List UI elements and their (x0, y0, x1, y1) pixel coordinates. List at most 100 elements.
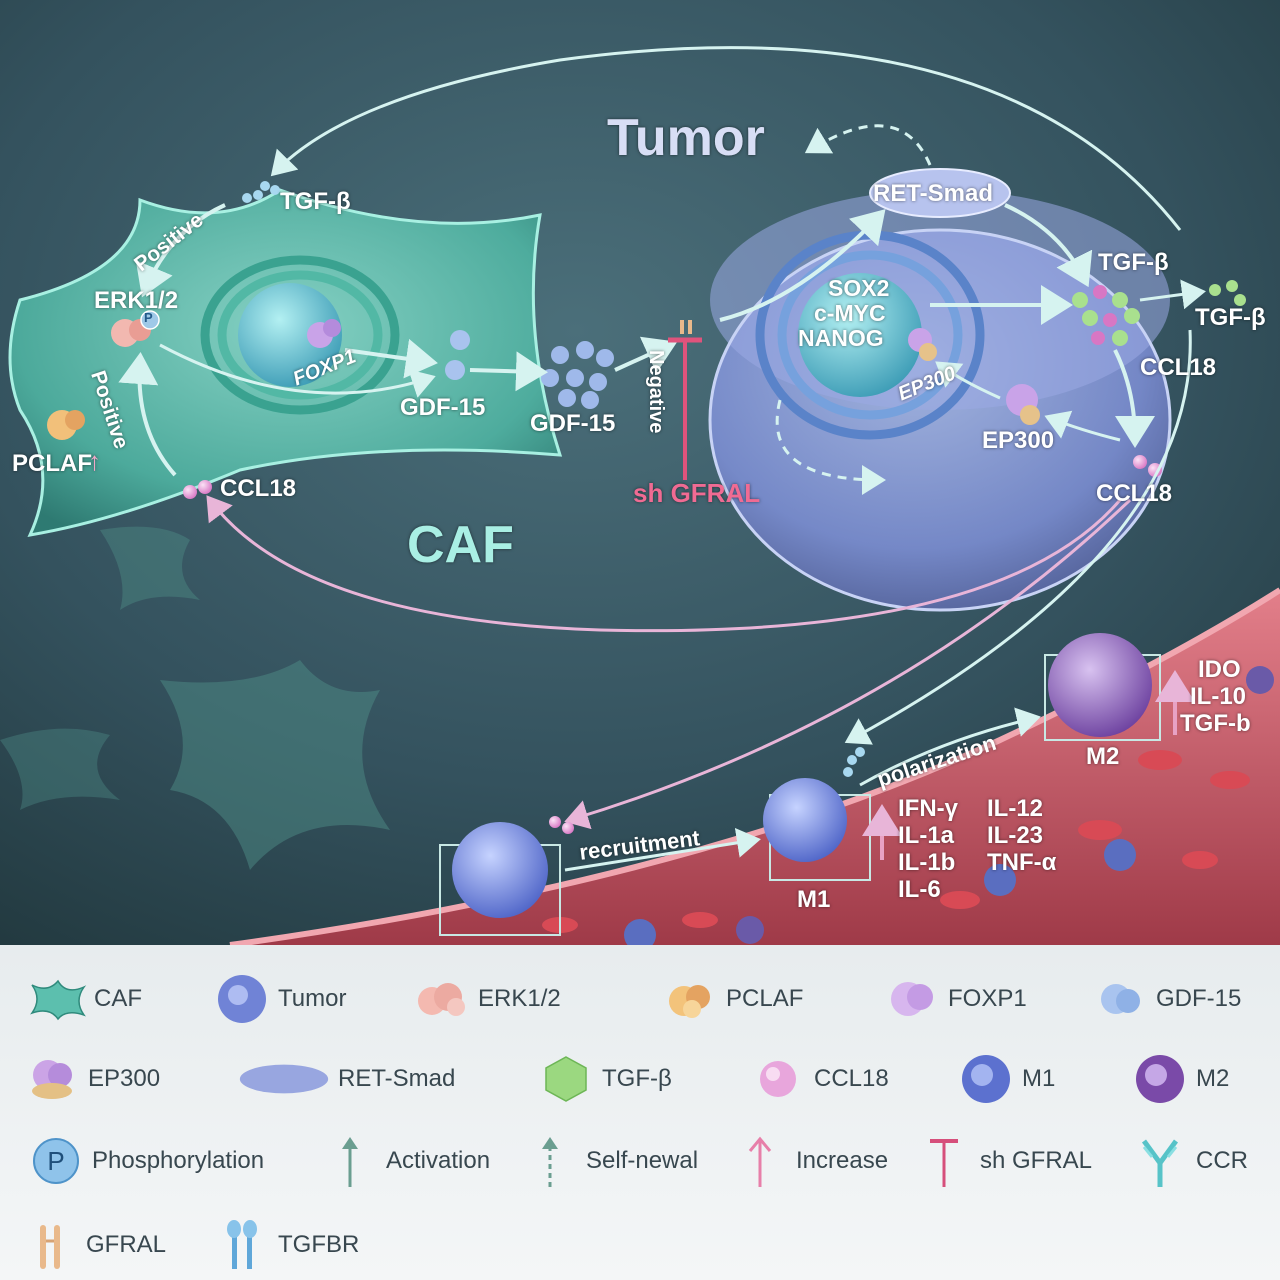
erk-label: ERK1/2 (94, 287, 179, 314)
ccr-receptor-icon (1141, 1139, 1179, 1187)
m1-label: M1 (797, 886, 831, 913)
legend-item-self-renewal: Self-newal (520, 1131, 698, 1191)
legend-label: Activation (386, 1147, 491, 1174)
legend-item-gfral: GFRAL (20, 1215, 166, 1275)
arrow-self-renewal-top (804, 124, 932, 166)
m1-icon (962, 1055, 1010, 1103)
caf-tgfb-label: TGF-β (280, 188, 351, 215)
arrow-ccl18-to-erk (118, 352, 177, 477)
ccl18-outer-label: CCL18 (1096, 480, 1173, 507)
m1-cytokine-label: IL-1a (898, 822, 955, 849)
legend-item-gdf15: GDF-15 (1090, 969, 1241, 1029)
legend-label: TGFBR (278, 1231, 360, 1258)
caf-nucleus (238, 283, 342, 387)
caf-title: CAF (407, 516, 514, 574)
legend-item-activation: Activation (320, 1131, 490, 1191)
pclaf-label: PCLAF (12, 450, 92, 477)
arrow-tgfb-to-ccl18 (1113, 349, 1155, 448)
legend-label: M1 (1022, 1065, 1056, 1092)
legend-label: CCR (1196, 1147, 1248, 1174)
pclaf-protein (47, 410, 85, 440)
legend-item-pclaf: PCLAF (660, 969, 803, 1029)
legend: CAF Tumor ERK1/2 PCLAF FOXP1 GDF-15 EP30… (0, 945, 1280, 1280)
tgfbr-receptor-caf (242, 181, 280, 203)
arrow-tumor-ccl18-to-caf (206, 495, 1122, 633)
legend-label: sh GFRAL (980, 1147, 1093, 1174)
arrow-tumor-tgfb-to-caf (270, 46, 1182, 231)
tgfbr-receptor-icon (227, 1220, 257, 1269)
blood-vessel (230, 590, 1280, 945)
caf-icon (30, 979, 87, 1021)
arrow-tumor-to-m2 (844, 329, 1192, 745)
tgfb-outer-label: TGF-β (1195, 304, 1266, 331)
arrow-tgfb-to-erk (135, 203, 226, 298)
ccl18-icon (760, 1061, 796, 1097)
ep300-nuclear-protein (908, 328, 937, 361)
increase-arrow-icon (748, 1136, 772, 1187)
ep300-label: EP300 (982, 427, 1055, 454)
arrow-ep300-to-nucleus (935, 361, 1001, 400)
legend-label: Tumor (278, 985, 347, 1012)
phosphorylation-badge (140, 310, 160, 330)
legend-label: CCL18 (814, 1065, 889, 1092)
legend-item-tgfb: TGF-β (536, 1049, 672, 1109)
arrow-ccl18-to-ep300 (1044, 410, 1121, 442)
vessel-wall (229, 587, 1280, 945)
m1-cytokine-label: IL-23 (987, 822, 1044, 849)
caf-cell-membrane (8, 188, 563, 537)
ret-smad-complex (869, 168, 1011, 218)
caf-endoplasmic-reticulum (200, 255, 400, 415)
pclaf-increase-icon: ↑ (88, 446, 101, 476)
legend-item-caf: CAF (28, 969, 142, 1029)
inhibition-icon (930, 1139, 958, 1187)
m1-cytokine-label: IL-6 (898, 876, 941, 903)
legend-label: Phosphorylation (92, 1147, 265, 1174)
tumor-title: Tumor (607, 109, 765, 167)
legend-item-tumor: Tumor (212, 969, 346, 1029)
phosphorylation-icon: P (33, 1138, 79, 1184)
m2-cytokine-label: IL-10 (1190, 683, 1247, 710)
ep300-icon (32, 1060, 72, 1099)
ret-smad-label: RET-Smad (873, 180, 994, 207)
foxp1-icon (891, 982, 933, 1016)
arrow-tumor-ccl18-to-macrophage (564, 498, 1132, 830)
tumor-icon (218, 975, 266, 1023)
arrow-ret-smad-to-tgfb (1004, 203, 1093, 288)
arrow-gdf15-secretion (469, 351, 548, 392)
legend-label: M2 (1196, 1065, 1230, 1092)
pclaf-icon (669, 985, 710, 1018)
m2-macrophage (1048, 633, 1152, 737)
arrow-gfral-to-ret-smad (719, 209, 886, 322)
ccl18-ccr-caf (183, 480, 212, 499)
caf-ccl18-label: CCL18 (220, 475, 297, 502)
legend-item-sh-gfral: sh GFRAL (914, 1131, 1092, 1191)
arrow-polarization (859, 707, 1041, 787)
legend-label: RET-Smad (338, 1065, 456, 1092)
legend-item-m2: M2 (1130, 1049, 1229, 1109)
legend-item-ret-smad: RET-Smad (236, 1049, 455, 1109)
arrow-self-renewal-bottom (775, 399, 886, 495)
m2-icon (1136, 1055, 1184, 1103)
legend-label: GFRAL (86, 1231, 167, 1258)
legend-label: TGF-β (602, 1065, 672, 1092)
mechanism-diagram (0, 0, 1280, 945)
arrow-recruitment (564, 827, 761, 872)
gdf15-secreted-label: GDF-15 (530, 410, 616, 437)
nanog-label: NANOG (798, 325, 884, 351)
erk-icon (418, 983, 465, 1016)
m1-cytokine-label: TNF-α (987, 849, 1057, 876)
gfral-receptor-icon (40, 1225, 60, 1269)
m1-cytokine-label: IL-1b (898, 849, 956, 876)
ret-smad-icon (239, 1064, 329, 1094)
legend-label: ERK1/2 (478, 985, 561, 1012)
legend-item-ep300: EP300 (22, 1049, 160, 1109)
ep300-cytoplasm-protein (1006, 384, 1040, 425)
arrow-tgfb-secretion (1139, 279, 1206, 310)
tgfb-cluster-tumor (1072, 285, 1140, 346)
monocyte-cell (452, 822, 548, 918)
m2-label: M2 (1086, 743, 1120, 770)
legend-item-erk: ERK1/2 (412, 969, 561, 1029)
arrow-erk-to-gdf15 (159, 343, 436, 398)
tumor-nucleus (798, 273, 922, 397)
m2-cytokine-label: TGF-b (1180, 710, 1251, 737)
